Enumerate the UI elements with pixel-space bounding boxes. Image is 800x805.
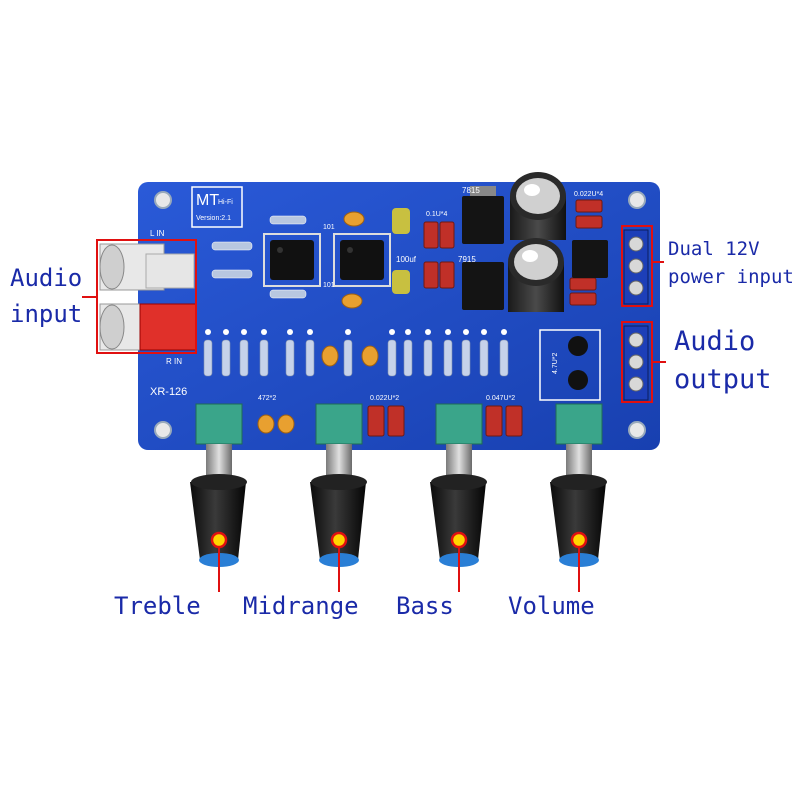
resistors-top bbox=[211, 215, 307, 299]
power-input-label-line2: power input bbox=[668, 266, 794, 288]
midrange-label: Midrange bbox=[243, 592, 359, 620]
silk-cap3: 100uf bbox=[396, 255, 417, 264]
silk-model: XR-126 bbox=[150, 386, 187, 398]
bass-label: Bass bbox=[396, 592, 454, 620]
voltage-regulator bbox=[462, 262, 504, 310]
small-electrolytics bbox=[392, 208, 410, 294]
audio-input-label-line2: input bbox=[10, 300, 83, 328]
mounting-holes bbox=[154, 191, 646, 439]
voltage-regulator bbox=[572, 240, 608, 278]
volume-label: Volume bbox=[508, 592, 595, 620]
knob-pointers bbox=[210, 531, 588, 592]
silk-cap8: 101 bbox=[323, 282, 335, 289]
silk-side: 4.7U*2 bbox=[552, 352, 559, 374]
pot-bass bbox=[430, 403, 487, 567]
solder-pads bbox=[205, 329, 507, 335]
film-caps bbox=[367, 199, 603, 437]
transistors bbox=[568, 336, 588, 390]
voltage-regulator bbox=[462, 186, 504, 244]
large-capacitor bbox=[510, 172, 566, 240]
audio-output-label-line2: output bbox=[674, 364, 772, 395]
power-input-label-line1: Dual 12V bbox=[668, 238, 760, 260]
large-capacitor bbox=[508, 238, 564, 312]
audio-input-label-line1: Audio bbox=[10, 264, 83, 292]
silk-r-in: R IN bbox=[166, 357, 182, 366]
pot-treble bbox=[190, 403, 247, 567]
silk-l-in: L IN bbox=[150, 229, 165, 238]
silk-version: Version:2.1 bbox=[196, 215, 231, 222]
rca-jack-left bbox=[99, 243, 195, 291]
silk-cap5: 0.022U*2 bbox=[370, 395, 399, 402]
silk-cap4: 472*2 bbox=[258, 395, 276, 402]
silk-cap6: 0.047U*2 bbox=[486, 395, 515, 402]
ic-chip bbox=[333, 233, 391, 287]
output-terminal bbox=[623, 325, 649, 401]
silk-cap7: 101 bbox=[323, 224, 335, 231]
silk-reg1: 7815 bbox=[462, 186, 480, 195]
resistor-row bbox=[203, 339, 509, 377]
power-highlight-box bbox=[621, 225, 653, 307]
audio-output-label-line1: Audio bbox=[674, 326, 756, 357]
silk-cap2: 0.022U*4 bbox=[574, 191, 603, 198]
power-terminal bbox=[623, 229, 649, 305]
silk-cap1: 0.1U*4 bbox=[426, 211, 448, 218]
rca-jack-right bbox=[99, 303, 197, 351]
silk-brand-sub: Hi-Fi bbox=[218, 199, 233, 206]
ceramic-caps bbox=[257, 211, 379, 434]
silk-reg2: 7915 bbox=[458, 255, 476, 264]
pot-midrange bbox=[310, 403, 367, 567]
silk-brand: MT bbox=[196, 192, 219, 209]
treble-label: Treble bbox=[114, 592, 201, 620]
ic-chip bbox=[263, 233, 321, 287]
